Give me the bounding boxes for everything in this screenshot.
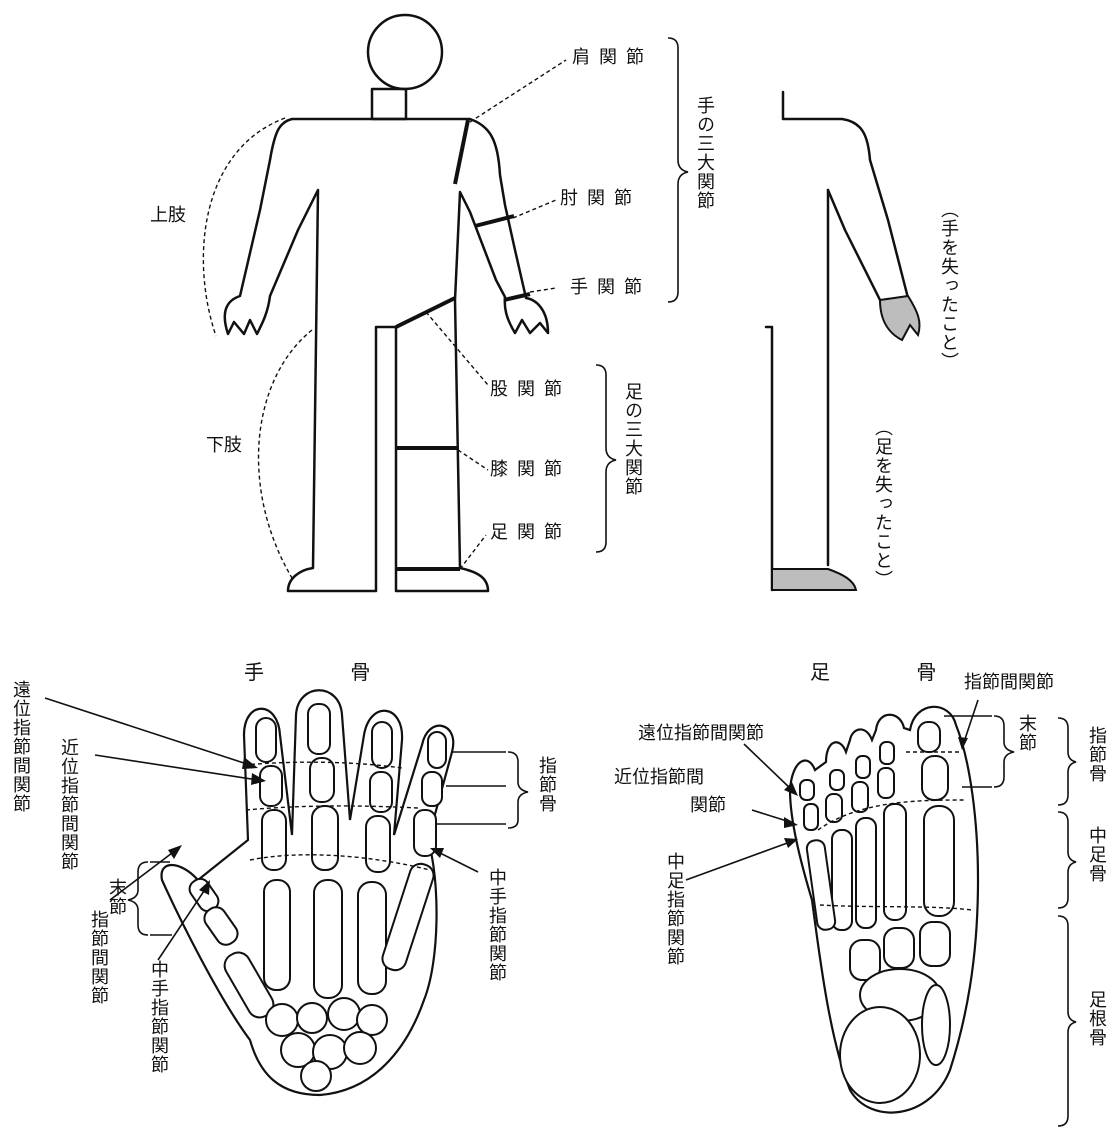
body-outline [225,119,548,591]
knee-joint-label: 膝関節 [490,460,571,480]
hand-proximal-ip-label: 近位指節間関節 [58,738,78,871]
ankle-joint-label: 足関節 [490,523,571,543]
foot-proximal-ip-label-line2: 関節 [690,796,726,816]
neck [372,89,406,119]
hand-mp-joint-right-label: 中手指節関節 [486,868,506,982]
hand-loss-label: （手を失ったこと） [938,200,958,371]
lost-foot [772,569,856,590]
foot-ip-joint-label: 指節間関節 [964,673,1054,693]
foot-proximal-ip-label-line1: 近位指節間 [614,768,704,788]
foot-bones-title: 足 骨 [810,662,976,682]
wrist-joint-label: 手関節 [570,278,651,298]
hand-three-joints-label: 手の三大関節 [694,96,714,210]
foot-mtp-joint-label: 中足指節関節 [664,852,684,966]
foot-bones [686,700,1076,1126]
foot-metatarsals-label: 中足骨 [1086,826,1106,883]
upper-limb-label: 上肢 [150,206,186,226]
hip-joint-label: 股関節 [490,380,571,400]
foot-loss-label: （足を失ったこと） [872,418,892,589]
hand-bones-title: 手 骨 [244,662,410,682]
shoulder-mark [455,120,468,184]
foot-tarsals-label: 足根骨 [1086,990,1106,1047]
foot-phalanges-label: 指節骨 [1086,726,1106,783]
hand-phalanges-label: 指節骨 [536,756,556,813]
shoulder-joint-label: 肩関節 [572,48,653,68]
hand-distal-segment-label: 末節 [106,878,126,916]
lower-limb-label: 下肢 [206,436,242,456]
hand-distal-ip-label: 遠位指節間関節 [10,680,30,813]
foot-distal-ip-label: 遠位指節間関節 [638,724,764,744]
head [368,15,442,89]
hip-mark [396,298,455,327]
hand-interphalangeal-label: 指節間関節 [88,910,108,1005]
lost-hand [880,296,920,340]
foot-three-joints-label: 足の三大関節 [622,382,642,496]
elbow-joint-label: 肘関節 [560,189,641,209]
foot-distal-segment-label: 末節 [1016,714,1036,752]
amputation-figure [766,92,920,590]
body-figure [203,15,688,591]
hand-mp-joint-left-label: 中手指節関節 [148,960,168,1074]
